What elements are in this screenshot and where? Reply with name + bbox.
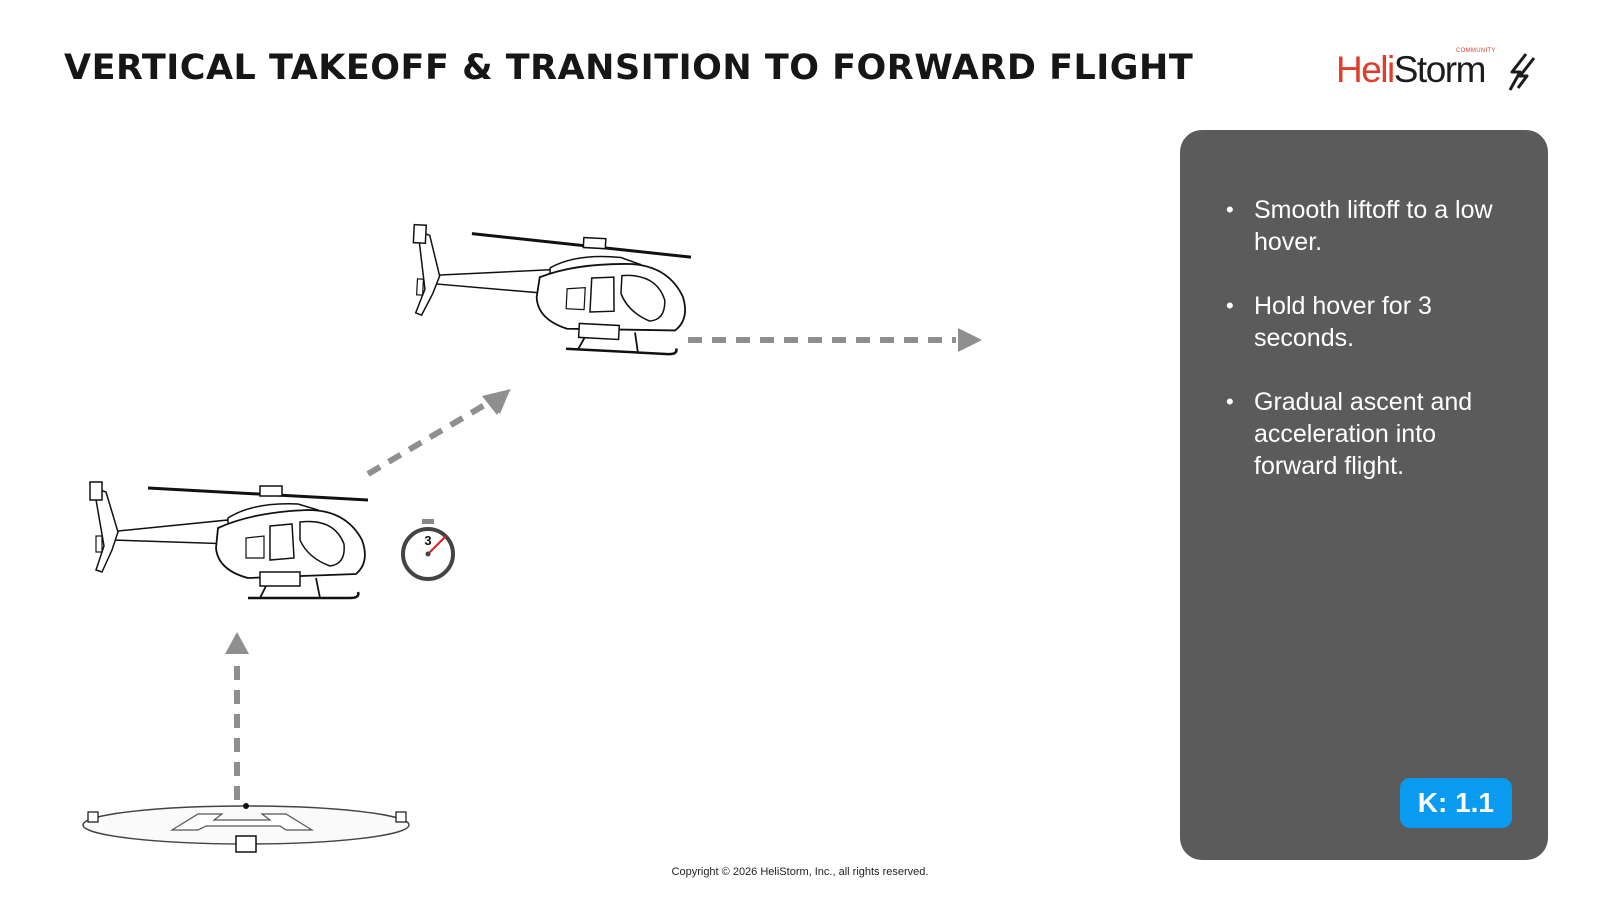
helipad bbox=[82, 803, 410, 853]
forward-flight-arrow bbox=[688, 328, 982, 352]
lightning-bolt-icon bbox=[1508, 53, 1536, 91]
stopwatch-icon: 3 bbox=[401, 519, 455, 581]
helistorm-logo: HeliStorm COMMUNITY bbox=[1336, 48, 1546, 98]
helicopter-hover bbox=[88, 480, 370, 600]
logo-community-tag: COMMUNITY bbox=[1456, 48, 1496, 54]
instruction-item: Hold hover for 3 seconds. bbox=[1226, 290, 1526, 354]
instruction-list: Smooth liftoff to a low hover. Hold hove… bbox=[1226, 194, 1526, 514]
page-title: VERTICAL TAKEOFF & TRANSITION TO FORWARD… bbox=[64, 48, 1194, 88]
instruction-item: Smooth liftoff to a low hover. bbox=[1226, 194, 1526, 258]
timer-value: 3 bbox=[424, 533, 431, 548]
k-factor-badge: K: 1.1 bbox=[1399, 778, 1512, 828]
instruction-item: Gradual ascent and acceleration into for… bbox=[1226, 386, 1526, 482]
ascent-arrow bbox=[366, 389, 511, 477]
helicopter-forward-flight bbox=[406, 223, 694, 357]
instructions-panel: Smooth liftoff to a low hover. Hold hove… bbox=[1180, 130, 1548, 860]
logo-storm-text: Storm bbox=[1393, 49, 1487, 90]
liftoff-arrow bbox=[225, 632, 249, 800]
copyright-text: Copyright © 2026 HeliStorm, Inc., all ri… bbox=[671, 866, 929, 878]
takeoff-diagram: 3 bbox=[82, 223, 982, 853]
logo-heli-text: Heli bbox=[1336, 49, 1395, 90]
